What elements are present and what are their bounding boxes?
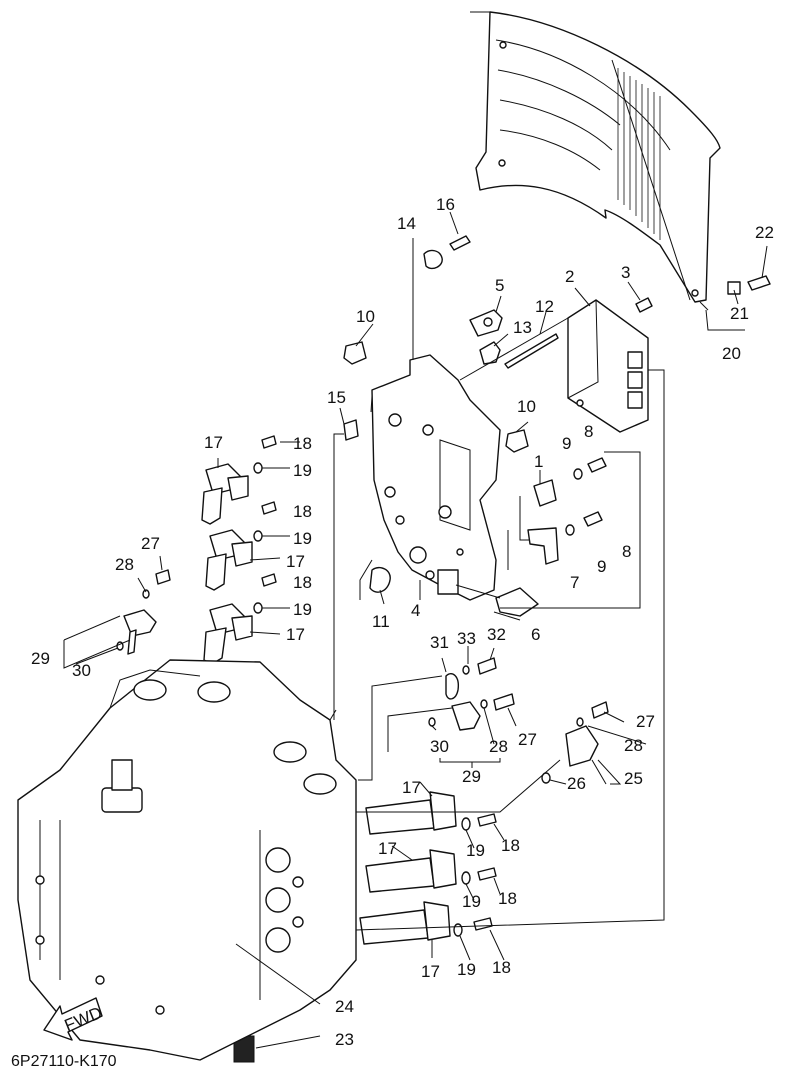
callout-32: 32	[487, 625, 506, 644]
callout-19b: 19	[293, 529, 312, 548]
collar-15	[343, 419, 359, 441]
bolts-8-9	[565, 457, 607, 536]
callout-5: 5	[495, 276, 504, 295]
callout-24: 24	[335, 997, 354, 1016]
callout-18a: 18	[293, 434, 312, 453]
callout-18d: 18	[501, 836, 520, 855]
callout-19a: 19	[293, 461, 312, 480]
bracket-7	[527, 527, 559, 565]
bolt-22-collar-21	[727, 275, 771, 295]
callout-29a: 29	[31, 649, 50, 668]
callout-30b: 30	[430, 737, 449, 756]
callout-8b: 8	[622, 542, 631, 561]
callout-29b: 29	[462, 767, 481, 786]
callout-31: 31	[430, 633, 449, 652]
callout-28b: 28	[489, 737, 508, 756]
callout-1: 1	[534, 452, 543, 471]
diagram-code: 6P27110-K170	[11, 1053, 117, 1070]
callout-26: 26	[567, 774, 586, 793]
callout-17a: 17	[204, 433, 223, 452]
ignition-coil-middle	[205, 529, 253, 591]
mounting-bracket-plate	[371, 354, 501, 601]
callout-15: 15	[327, 388, 346, 407]
ignition-coil-upper	[201, 463, 249, 525]
callout-4: 4	[411, 601, 420, 620]
grommet-14	[423, 249, 443, 270]
bolts-washers-right-coils	[453, 813, 497, 937]
callout-17f: 17	[421, 962, 440, 981]
ecm-control-unit	[567, 299, 649, 433]
callout-2: 2	[565, 267, 574, 286]
cable-tie-12	[504, 333, 559, 369]
callout-17c: 17	[286, 625, 305, 644]
callout-33: 33	[457, 629, 476, 648]
callout-30a: 30	[72, 661, 91, 680]
callout-6: 6	[531, 625, 540, 644]
callout-17b: 17	[286, 552, 305, 571]
callout-17e: 17	[378, 839, 397, 858]
callout-labels: 1 2 3 4 5 6 7 8 8 9 9 10 10 11 12 13 14 …	[31, 195, 774, 1049]
sensor-right-25	[541, 701, 609, 784]
callout-19e: 19	[462, 892, 481, 911]
callout-9b: 9	[597, 557, 606, 576]
callout-7: 7	[570, 573, 579, 592]
leader-lines	[63, 11, 768, 1049]
callout-9a: 9	[562, 434, 571, 453]
ignition-coil-right-3	[359, 901, 451, 945]
clip-10-right	[505, 429, 529, 453]
ignition-coil-right-2	[365, 849, 457, 893]
callout-20: 20	[722, 344, 741, 363]
callout-8a: 8	[584, 422, 593, 441]
callout-14: 14	[397, 214, 416, 233]
sensor-center-29	[428, 693, 515, 731]
clip-31-33-32	[445, 657, 497, 700]
clamp-5	[469, 309, 503, 337]
callout-12: 12	[535, 297, 554, 316]
callout-19d: 19	[466, 841, 485, 860]
bolt-16	[449, 235, 471, 251]
callout-21: 21	[730, 304, 749, 323]
ignition-coil-right-1	[365, 791, 457, 835]
holder-6	[495, 587, 539, 617]
clamp-13	[479, 341, 501, 365]
bolt-3	[635, 297, 653, 313]
callout-19c: 19	[293, 600, 312, 619]
callout-16: 16	[436, 195, 455, 214]
callout-19f: 19	[457, 960, 476, 979]
clamp-11	[369, 566, 391, 593]
callout-18f: 18	[492, 958, 511, 977]
callout-27c: 27	[636, 712, 655, 731]
bolts-washers-left-coils	[253, 435, 277, 614]
callout-13: 13	[513, 318, 532, 337]
callout-18c: 18	[293, 573, 312, 592]
bracket-1	[533, 479, 557, 507]
clip-10-upper	[343, 341, 367, 365]
callout-27a: 27	[141, 534, 160, 553]
callout-18b: 18	[293, 502, 312, 521]
callout-17d: 17	[402, 778, 421, 797]
callout-11: 11	[372, 612, 390, 631]
protective-cover	[475, 11, 721, 303]
callout-28a: 28	[115, 555, 134, 574]
callout-28c: 28	[624, 736, 643, 755]
engine-block	[17, 659, 357, 1061]
callout-18e: 18	[498, 889, 517, 908]
callout-22: 22	[755, 223, 774, 242]
ignition-coil-lower	[203, 603, 253, 665]
callout-23: 23	[335, 1030, 354, 1049]
callout-10b: 10	[517, 397, 536, 416]
callout-3: 3	[621, 263, 630, 282]
callout-27b: 27	[518, 730, 537, 749]
callout-10a: 10	[356, 307, 375, 326]
callout-25: 25	[624, 769, 643, 788]
sensor-left-29	[116, 569, 171, 655]
